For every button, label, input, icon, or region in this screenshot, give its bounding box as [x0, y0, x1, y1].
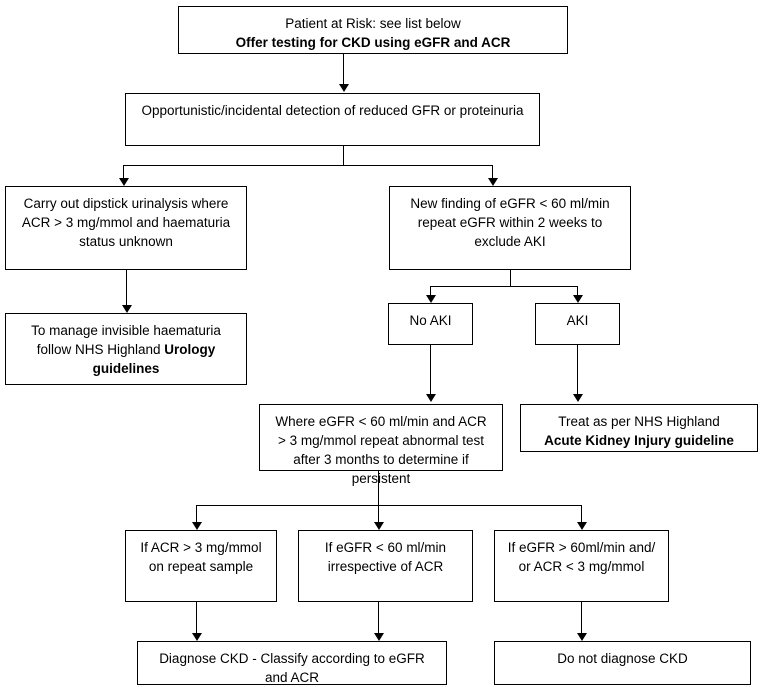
- connector-no-aki-to-repeat: [430, 345, 431, 395]
- node-new-finding-egfr-line3: exclude AKI: [474, 234, 546, 250]
- connector-risk-to-opportunistic: [343, 54, 344, 85]
- node-patient-at-risk-line2: Offer testing for CKD using eGFR and ACR: [235, 35, 511, 51]
- node-treat-aki: Treat as per NHS Highland Acute Kidney I…: [520, 404, 758, 452]
- connector-repeat-stem: [378, 471, 379, 505]
- connector-split-right-drop: [492, 165, 493, 179]
- node-treat-aki-line2: Acute Kidney Injury guideline: [544, 433, 734, 449]
- connector-opportunistic-split-bar: [123, 165, 493, 166]
- node-treat-aki-line1: Treat as per NHS Highland: [558, 414, 720, 429]
- node-new-finding-egfr: New finding of eGFR < 60 ml/min repeat e…: [389, 186, 631, 270]
- node-branch-normal-line2: or ACR < 3 mg/mmol: [518, 559, 645, 575]
- connector-aki-to-treat: [577, 345, 578, 395]
- node-diagnose-ckd: Diagnose CKD - Classify according to eGF…: [137, 641, 447, 685]
- node-branch-normal-line1: If eGFR > 60ml/min and/: [507, 540, 656, 555]
- connector-normal-to-no-ckd: [581, 602, 582, 634]
- node-aki-line1: AKI: [566, 313, 589, 328]
- node-manage-haematuria-line2: follow NHS Highland Urology: [10, 340, 242, 359]
- connector-dipstick-to-haematuria: [126, 270, 127, 306]
- node-do-not-diagnose-ckd: Do not diagnose CKD: [494, 641, 751, 685]
- node-branch-acr-high-line2: on repeat sample: [148, 559, 254, 575]
- node-no-aki-line1: No AKI: [409, 313, 452, 328]
- arrowhead-acr-to-diagnose: [192, 633, 202, 641]
- node-new-finding-egfr-line1: New finding of eGFR < 60 ml/min: [410, 196, 610, 211]
- connector-aki-split-right-drop: [577, 286, 578, 296]
- node-repeat-abnormal-test-line1: Where eGFR < 60 ml/min and ACR: [275, 414, 487, 429]
- node-branch-acr-high: If ACR > 3 mg/mmol on repeat sample: [125, 530, 277, 602]
- connector-egfr-to-diagnose: [378, 602, 379, 634]
- arrowhead-egfr-to-diagnose: [374, 633, 384, 641]
- connector-three-way-right-drop: [581, 505, 582, 523]
- node-manage-haematuria: To manage invisible haematuria follow NH…: [5, 313, 247, 385]
- connector-three-way-mid-drop: [378, 505, 379, 523]
- arrowhead-to-haematuria: [122, 305, 132, 313]
- node-repeat-abnormal-test-line3: after 3 months to determine if: [293, 452, 469, 468]
- node-do-not-diagnose-ckd-line1: Do not diagnose CKD: [557, 651, 688, 666]
- node-branch-egfr-low-line1: If eGFR < 60 ml/min: [324, 540, 447, 555]
- node-branch-normal: If eGFR > 60ml/min and/ or ACR < 3 mg/mm…: [494, 530, 669, 602]
- arrowhead-to-dipstick: [119, 178, 129, 186]
- node-opportunistic-detection-line1: Opportunistic/incidental detection of re…: [141, 103, 524, 118]
- node-no-aki: No AKI: [388, 303, 473, 345]
- connector-split-left-drop: [123, 165, 124, 179]
- node-aki: AKI: [535, 303, 620, 345]
- node-manage-haematuria-line1: To manage invisible haematuria: [31, 323, 221, 338]
- node-dipstick-urinalysis-line2: ACR > 3 mg/mmol and haematuria: [21, 215, 231, 231]
- connector-three-way-split-bar: [196, 505, 582, 506]
- connector-new-finding-stem: [510, 270, 511, 286]
- arrowhead-normal-to-no-ckd: [577, 633, 587, 641]
- arrowhead-to-branch-egfr: [374, 522, 384, 530]
- arrowhead-to-branch-acr: [192, 522, 202, 530]
- node-manage-haematuria-line2a: follow NHS Highland: [36, 342, 165, 358]
- node-patient-at-risk: Patient at Risk: see list below Offer te…: [178, 6, 568, 54]
- node-diagnose-ckd-line1: Diagnose CKD - Classify according to eGF…: [159, 651, 425, 666]
- node-branch-egfr-low: If eGFR < 60 ml/min irrespective of ACR: [298, 530, 473, 602]
- connector-aki-split-bar: [430, 286, 578, 287]
- arrowhead-to-new-finding: [488, 178, 498, 186]
- node-new-finding-egfr-line2: repeat eGFR within 2 weeks to: [417, 215, 603, 231]
- node-opportunistic-detection: Opportunistic/incidental detection of re…: [125, 93, 540, 146]
- connector-opportunistic-stem: [343, 146, 344, 165]
- arrowhead-risk-to-opportunistic: [339, 84, 349, 92]
- node-manage-haematuria-line3: guidelines: [92, 361, 160, 377]
- connector-acr-to-diagnose: [196, 602, 197, 634]
- node-manage-haematuria-line2b: Urology: [164, 342, 216, 358]
- node-branch-egfr-low-line2: irrespective of ACR: [327, 559, 444, 575]
- arrowhead-to-no-aki: [426, 295, 436, 303]
- connector-three-way-left-drop: [196, 505, 197, 523]
- node-patient-at-risk-line1: Patient at Risk: see list below: [285, 16, 461, 31]
- node-branch-acr-high-line1: If ACR > 3 mg/mmol: [140, 540, 262, 555]
- arrowhead-to-repeat-abnormal: [426, 394, 436, 402]
- node-dipstick-urinalysis-line1: Carry out dipstick urinalysis where: [23, 196, 229, 211]
- node-diagnose-ckd-line2: and ACR: [264, 670, 320, 686]
- node-repeat-abnormal-test-line2: > 3 mg/mmol repeat abnormal test: [278, 433, 484, 449]
- node-repeat-abnormal-test-line4: persistent: [351, 471, 411, 487]
- node-dipstick-urinalysis: Carry out dipstick urinalysis where ACR …: [5, 186, 247, 270]
- arrowhead-to-aki: [573, 295, 583, 303]
- connector-aki-split-left-drop: [430, 286, 431, 296]
- node-dipstick-urinalysis-line3: status unknown: [79, 234, 173, 250]
- node-repeat-abnormal-test: Where eGFR < 60 ml/min and ACR > 3 mg/mm…: [259, 404, 503, 486]
- arrowhead-to-branch-normal: [577, 522, 587, 530]
- arrowhead-to-treat-aki: [573, 394, 583, 402]
